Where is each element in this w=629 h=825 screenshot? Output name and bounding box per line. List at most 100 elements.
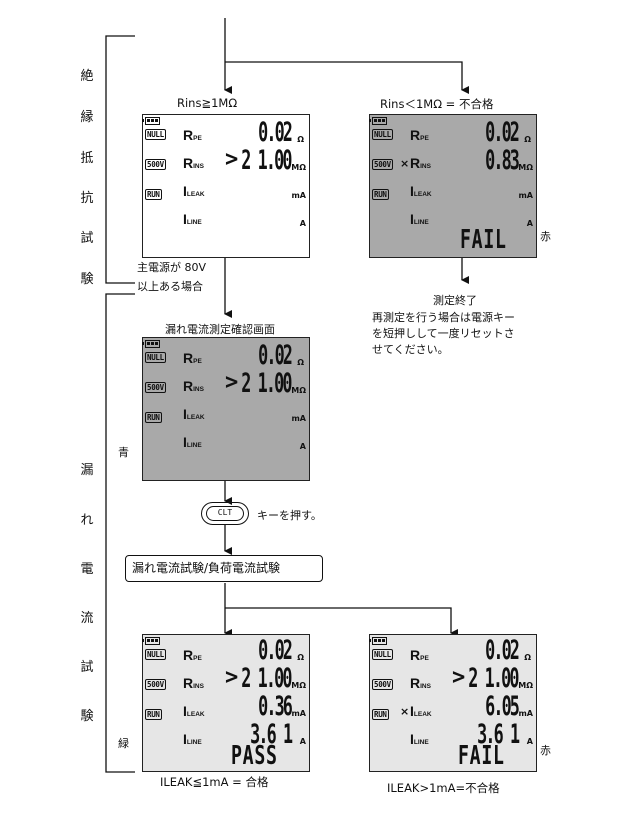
rpe-symbol: RPE <box>410 127 429 143</box>
rpe-value: 0.02 <box>258 117 293 148</box>
leakage-char-0: 漏 <box>80 463 94 478</box>
a-unit: A <box>299 219 306 228</box>
500v-tag: 500V <box>145 679 166 690</box>
ileak-value: 0.36 <box>258 691 293 722</box>
leakage-char-2: 電 <box>80 562 94 577</box>
leakage-char-3: 流 <box>80 611 94 626</box>
rins-value: 2 1.00 <box>241 145 293 176</box>
500v-tag: 500V <box>372 679 393 690</box>
rins-value: 2 1.00 <box>241 663 293 694</box>
red-label-bottom: 赤 <box>540 744 551 757</box>
leakage-char-5: 験 <box>80 709 94 724</box>
a-unit: A <box>299 442 306 451</box>
red-label-top: 赤 <box>540 230 551 243</box>
ohm-unit: Ω <box>297 135 304 144</box>
end-title: 測定終了 <box>433 294 477 307</box>
iline-symbol: ILINE <box>410 211 429 227</box>
iline-symbol: ILINE <box>183 211 202 227</box>
null-tag: NULL <box>372 649 393 660</box>
ileak-symbol: ILEAK <box>183 703 205 719</box>
ma-unit: mA <box>518 191 533 200</box>
null-tag: NULL <box>145 649 166 660</box>
lcd-insulation-fail: NULL 500V RUN × RPE RINS ILEAK ILINE 0.0… <box>369 114 537 258</box>
press-key-label: キーを押す。 <box>257 509 322 522</box>
ileak-symbol: ILEAK <box>410 183 432 199</box>
greater-than-sign: > <box>225 147 239 172</box>
rpe-value: 0.02 <box>258 635 293 666</box>
insulation-char-4: 試 <box>80 231 94 246</box>
iline-symbol: ILINE <box>183 731 202 747</box>
insulation-char-1: 縁 <box>80 110 94 125</box>
greater-than-sign: > <box>225 665 239 690</box>
rins-symbol: RINS <box>410 155 431 171</box>
ohm-unit: Ω <box>524 135 531 144</box>
ileak-symbol: ILEAK <box>183 183 205 199</box>
end-note-line2: を短押しして一度リセットさ <box>372 327 515 340</box>
ohm-unit: Ω <box>297 358 304 367</box>
multiply-sign: × <box>400 157 410 170</box>
ileak-symbol: ILEAK <box>183 406 205 422</box>
end-note-line3: せてください。 <box>372 343 449 356</box>
lcd-leak-confirm: NULL 500V RUN RPE RINS ILEAK ILINE 0.02 … <box>142 337 310 481</box>
ma-unit: mA <box>291 709 306 718</box>
mohm-unit: MΩ <box>291 386 306 395</box>
run-tag: RUN <box>372 189 389 200</box>
mohm-unit: MΩ <box>518 163 533 172</box>
mohm-unit: MΩ <box>291 163 306 172</box>
iline-symbol: ILINE <box>183 434 202 450</box>
greater-than-sign: > <box>452 665 466 690</box>
insulation-char-5: 験 <box>80 272 94 287</box>
insulation-char-3: 抗 <box>80 191 94 206</box>
mohm-unit: MΩ <box>518 681 533 690</box>
confirm-screen-label: 漏れ電流測定確認画面 <box>165 323 275 336</box>
power-note-line2: 以上ある場合 <box>137 280 203 293</box>
ileak-fail-condition: ILEAK>1mA=不合格 <box>387 781 500 795</box>
battery-icon <box>142 637 160 645</box>
result-fail: FAIL <box>458 741 505 771</box>
insulation-char-0: 絶 <box>80 69 94 84</box>
greater-than-sign: > <box>225 370 239 395</box>
ileak-pass-condition: ILEAK≦1mA = 合格 <box>160 775 269 789</box>
rpe-value: 0.02 <box>258 340 293 371</box>
leakage-char-1: れ <box>80 513 94 528</box>
iline-value: 3.6 1 <box>476 719 520 750</box>
blue-label: 青 <box>118 446 129 459</box>
rins-fail-condition: Rins＜1MΩ = 不合格 <box>380 97 494 111</box>
500v-tag: 500V <box>145 159 166 170</box>
insulation-char-2: 抵 <box>80 151 94 166</box>
clt-key[interactable]: CLT <box>201 502 249 525</box>
rpe-symbol: RPE <box>183 127 202 143</box>
run-tag: RUN <box>145 412 162 423</box>
rins-symbol: RINS <box>410 675 431 691</box>
multiply-sign: × <box>400 705 410 718</box>
ohm-unit: Ω <box>524 653 531 662</box>
battery-icon <box>142 117 160 125</box>
rins-symbol: RINS <box>183 378 204 394</box>
rins-value: 0.83 <box>485 145 520 176</box>
green-label: 緑 <box>118 737 129 750</box>
lcd-leak-fail: NULL 500V RUN × RPE RINS ILEAK ILINE 0.0… <box>369 634 537 772</box>
a-unit: A <box>526 219 533 228</box>
iline-value: 3.6 1 <box>249 719 293 750</box>
a-unit: A <box>526 737 533 746</box>
rpe-symbol: RPE <box>183 350 202 366</box>
leakage-char-4: 試 <box>80 660 94 675</box>
end-note-line1: 再測定を行う場合は電源キー <box>372 311 515 324</box>
500v-tag: 500V <box>145 382 166 393</box>
battery-icon <box>142 340 160 348</box>
500v-tag: 500V <box>372 159 393 170</box>
rins-pass-condition: Rins≧1MΩ <box>177 96 238 110</box>
lcd-insulation-pass: NULL 500V RUN RPE RINS ILEAK ILINE 0.02 … <box>142 114 310 258</box>
battery-icon <box>369 117 387 125</box>
result-pass: PASS <box>231 741 278 771</box>
rpe-symbol: RPE <box>410 647 429 663</box>
rpe-value: 0.02 <box>485 635 520 666</box>
rins-symbol: RINS <box>183 675 204 691</box>
ma-unit: mA <box>291 191 306 200</box>
ma-unit: mA <box>291 414 306 423</box>
ohm-unit: Ω <box>297 653 304 662</box>
a-unit: A <box>299 737 306 746</box>
result-fail: FAIL <box>460 225 507 255</box>
ileak-value: 6.05 <box>485 691 520 722</box>
